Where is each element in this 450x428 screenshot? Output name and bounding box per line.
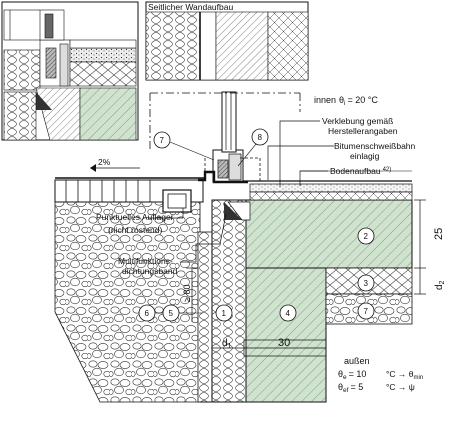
band-line1: Multifunktions- (118, 256, 173, 266)
theta-e-target: °C → θ (386, 369, 414, 379)
perimeter-insulation (197, 231, 213, 403)
callout-4: 4 (279, 304, 297, 322)
strip-foundation (245, 267, 327, 403)
theta-i-symbol: θ (339, 95, 344, 105)
concrete-slab (245, 199, 413, 269)
svg-text:3: 3 (364, 279, 369, 288)
theta-e-value: = 10 (349, 369, 367, 379)
svg-text:°C → θmin: °C → θmin (386, 369, 423, 381)
callout-8: 8 (251, 128, 269, 146)
dim-25: 25 (433, 228, 445, 240)
foundation-wall (211, 199, 247, 403)
callout-3: 3 (357, 274, 375, 292)
svg-text:θi= 20 °C: θi= 20 °C (339, 95, 378, 107)
callout-1: 1 (215, 304, 233, 322)
svg-text:8: 8 (258, 133, 263, 142)
dim-30: 30 (278, 337, 290, 349)
svg-text:6: 6 (145, 309, 150, 318)
theta-e-sub: e (343, 374, 347, 381)
theta-ef-target: °C → ψ (386, 382, 415, 392)
callout-2: 2 (357, 227, 375, 245)
svg-text:4: 4 (286, 309, 291, 318)
band-line2: dichtungsband (122, 266, 178, 276)
svg-text:d1: d1 (222, 338, 232, 350)
theta-ef-value: = 5 (350, 382, 363, 392)
svg-text:1: 1 (222, 309, 227, 318)
svg-text:7: 7 (160, 136, 165, 145)
svg-text:θef= 5: θef= 5 (338, 382, 363, 394)
dim-d1-sub: 1 (228, 343, 232, 350)
callout-5: 5 (162, 304, 180, 322)
dim-d2-sub: 2 (439, 280, 446, 284)
bitumen-line1: Bitumenschweißbahn (334, 141, 416, 151)
dim-d1: d (222, 338, 228, 349)
svg-text:d2: d2 (434, 280, 446, 290)
theta-ef-symbol: θ (338, 382, 343, 392)
theta-ef-sub: ef (343, 387, 349, 394)
dim-d2: d (434, 284, 445, 290)
auflager-line2: (nicht rostend) (108, 225, 162, 235)
slope-label: 2% (98, 157, 111, 167)
exterior-label: außen (344, 356, 370, 366)
svg-text:2: 2 (364, 232, 369, 241)
floor-screed (249, 183, 413, 193)
inset-title: Seitlicher Wandaufbau (148, 2, 233, 12)
interior-label: innen (314, 95, 336, 105)
theta-i-sub: i (344, 100, 345, 107)
verklebung-line2: Herstellerangaben (328, 126, 398, 136)
auflager-line1: Punktuelles Auflager (96, 212, 174, 222)
bitumen-line2: einlagig (350, 151, 380, 161)
bitumen-membrane (198, 170, 248, 184)
floor-insulation (249, 191, 413, 201)
verklebung-line1: Verklebung gemäß (322, 116, 393, 126)
decking-boards (65, 180, 151, 202)
svg-text:θe= 10: θe= 10 (338, 369, 366, 381)
svg-text:7: 7 (364, 307, 369, 316)
theta-i-value: = 20 °C (347, 95, 378, 105)
callout-7-frame: 7 (153, 131, 171, 149)
callout-6: 6 (138, 304, 156, 322)
svg-text:5: 5 (169, 309, 174, 318)
callout-7-gravel: 7 (357, 302, 375, 320)
theta-e-symbol: θ (338, 369, 343, 379)
dim-80: ≥ 80 (182, 285, 192, 302)
theta-min-sub: min (414, 375, 424, 381)
bodenaufbau-ref: 42) (383, 167, 392, 173)
corner-fillet (224, 202, 242, 220)
